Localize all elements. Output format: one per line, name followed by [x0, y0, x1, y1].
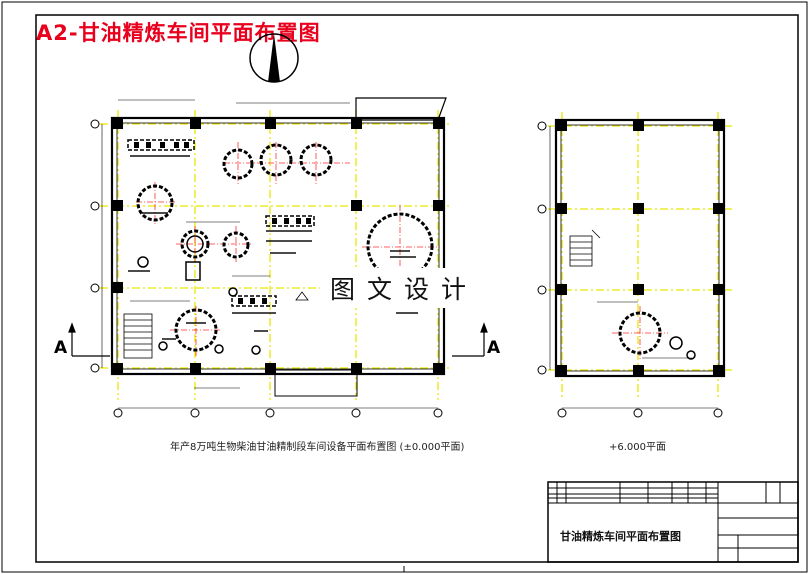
drawing-title: A2-甘油精炼车间平面布置图	[36, 21, 321, 45]
watermark: 图文设计	[320, 268, 489, 308]
ground-floor-plan	[68, 97, 488, 418]
upper-floor-plan	[537, 112, 732, 418]
title-block	[547, 481, 799, 563]
sheet-inner-border	[35, 14, 799, 563]
section-mark-left: A	[54, 338, 68, 358]
plan-caption: 年产8万吨生物柴油甘油精制段车间设备平面布置图 (±0.000平面)	[170, 442, 465, 453]
section-mark-right: A	[487, 338, 501, 358]
title-block-name: 甘油精炼车间平面布置图	[560, 530, 681, 543]
north-arrow-icon	[249, 33, 299, 83]
upper-plan-caption: +6.000平面	[609, 442, 667, 453]
